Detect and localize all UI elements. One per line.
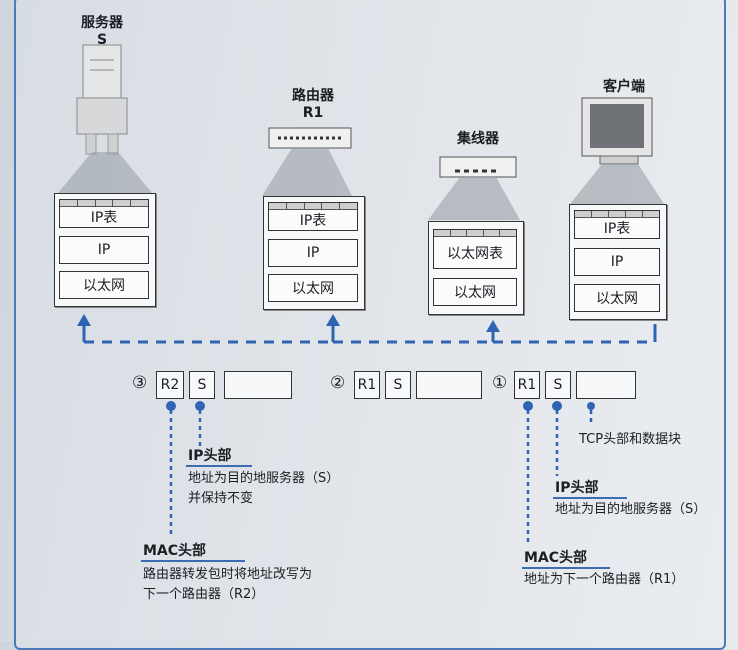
client-ip-layer: IP xyxy=(574,248,660,276)
ip-header-right-title: IP头部 xyxy=(555,480,599,496)
packet-2-ip: S xyxy=(385,371,411,399)
mac-header-right-line1: 地址为下一个路由器（R1） xyxy=(524,572,685,587)
client-stack: IP表 IP 以太网 xyxy=(569,204,667,320)
leaders xyxy=(169,410,593,545)
server-title: 服务器 S xyxy=(72,15,132,49)
server-name: 服务器 xyxy=(81,15,123,31)
packet-3-mac: R2 xyxy=(156,371,184,399)
packet-2-step: ② xyxy=(330,373,346,393)
server-id: S xyxy=(96,32,108,48)
ip-header-right-line1: 地址为目的地服务器（S） xyxy=(555,502,707,517)
hub-ethernet-layer: 以太网 xyxy=(433,278,517,306)
client-title: 客户端 xyxy=(603,79,645,95)
hub-stack: 以太网表 以太网 xyxy=(428,221,524,315)
hub-title: 集线器 xyxy=(457,131,499,147)
server-ip-layer: IP xyxy=(59,236,149,264)
packet-2-data xyxy=(416,371,482,399)
packet-3-step: ③ xyxy=(132,373,148,393)
ip-header-left-line1: 地址为目的地服务器（S） xyxy=(188,471,340,486)
router-title: 路由器 R1 xyxy=(283,88,343,122)
ip-header-right-underline xyxy=(553,497,627,499)
packet-3-data xyxy=(224,371,292,399)
mac-header-right-underline xyxy=(522,567,610,569)
router-ethernet-layer: 以太网 xyxy=(268,274,358,302)
router-ip-layer: IP xyxy=(268,239,358,267)
ip-header-left-title: IP头部 xyxy=(188,448,232,464)
packet-1-data xyxy=(576,371,636,399)
router-icon xyxy=(268,127,352,149)
server-stack: IP表 IP 以太网 xyxy=(54,193,156,307)
mac-header-left-line1: 路由器转发包时将地址改写为 xyxy=(143,567,313,582)
client-ip-table: IP表 xyxy=(574,210,660,239)
mac-header-left-title: MAC头部 xyxy=(143,543,207,559)
server-ethernet-layer: 以太网 xyxy=(59,271,149,299)
ip-header-left-underline xyxy=(186,465,252,467)
network-path xyxy=(82,324,657,344)
mac-header-left-line2: 下一个路由器（R2） xyxy=(143,587,265,602)
hub-icon xyxy=(439,156,517,178)
router-ip-table: IP表 xyxy=(268,202,358,231)
server-ip-table: IP表 xyxy=(59,199,149,228)
router-name: 路由器 xyxy=(292,88,334,104)
packet-3-ip: S xyxy=(189,371,215,399)
tcp-data-label: TCP头部和数据块 xyxy=(579,432,682,447)
client-ethernet-layer: 以太网 xyxy=(574,284,660,312)
mac-header-left-underline xyxy=(141,560,245,562)
packet-1-step: ① xyxy=(492,373,508,393)
mac-header-right-title: MAC头部 xyxy=(524,550,588,566)
packet-1-mac: R1 xyxy=(514,371,540,399)
packet-2-mac: R1 xyxy=(354,371,380,399)
hub-ethernet-table: 以太网表 xyxy=(433,229,517,269)
packet-1-ip: S xyxy=(545,371,571,399)
server-icon xyxy=(76,44,128,155)
client-pc-icon xyxy=(581,97,653,165)
ip-header-left-line2: 并保持不变 xyxy=(188,491,254,506)
router-stack: IP表 IP 以太网 xyxy=(263,196,365,310)
router-id: R1 xyxy=(302,105,324,121)
